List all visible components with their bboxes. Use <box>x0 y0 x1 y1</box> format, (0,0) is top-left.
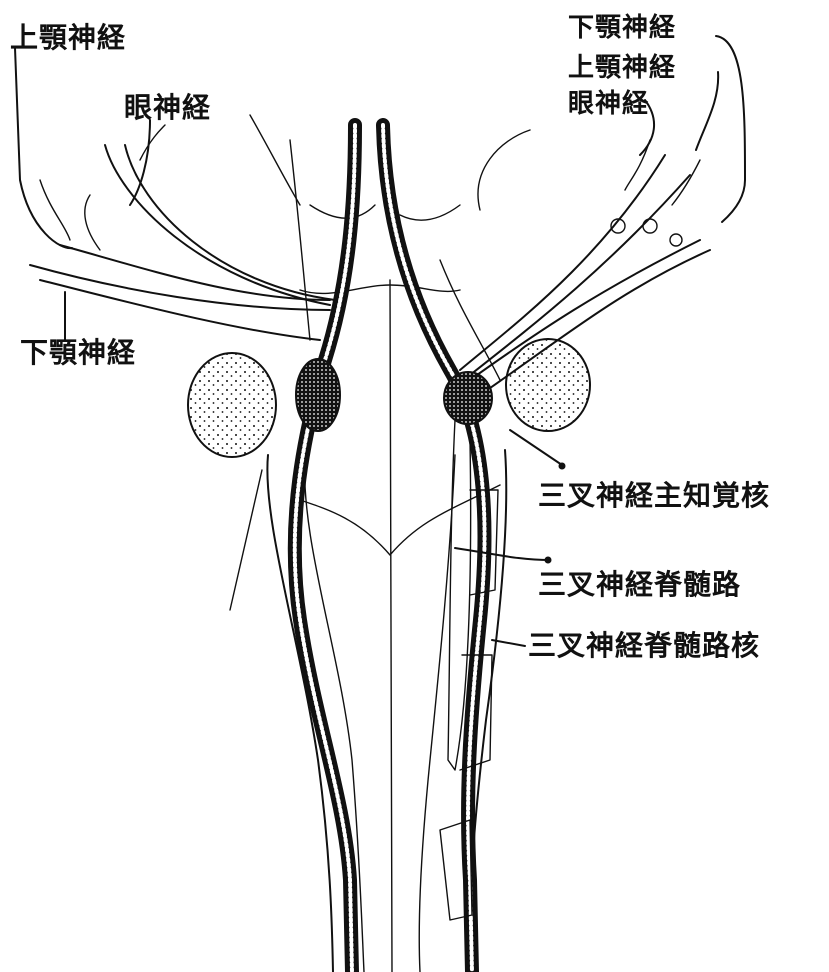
right-principal-sensory-nucleus <box>444 372 492 424</box>
label-spinal-tract: 三叉神経脊髄路 <box>538 568 741 601</box>
label-right-maxillary-nerve: 上顎神経 <box>568 52 676 83</box>
right-spinal-tract <box>383 125 485 972</box>
label-spinal-tract-nucleus: 三叉神経脊髄路核 <box>528 629 760 662</box>
right-trigeminal-ganglion <box>506 339 590 431</box>
left-spinal-tract <box>295 125 355 972</box>
label-left-maxillary-nerve: 上顎神経 <box>10 21 126 54</box>
right-nerve-bundle <box>460 140 710 395</box>
label-left-mandibular-nerve: 下顎神経 <box>20 336 136 369</box>
label-right-mandibular-nerve: 下顎神経 <box>568 12 676 43</box>
label-principal-sensory-nucleus: 三叉神経主知覚核 <box>538 479 770 512</box>
label-right-ophthalmic-nerve: 眼神経 <box>568 88 649 119</box>
left-trigeminal-ganglion <box>188 353 276 457</box>
left-nerve-bundle <box>30 125 335 340</box>
left-principal-sensory-nucleus <box>296 359 340 431</box>
label-left-ophthalmic-nerve: 眼神経 <box>124 91 211 124</box>
